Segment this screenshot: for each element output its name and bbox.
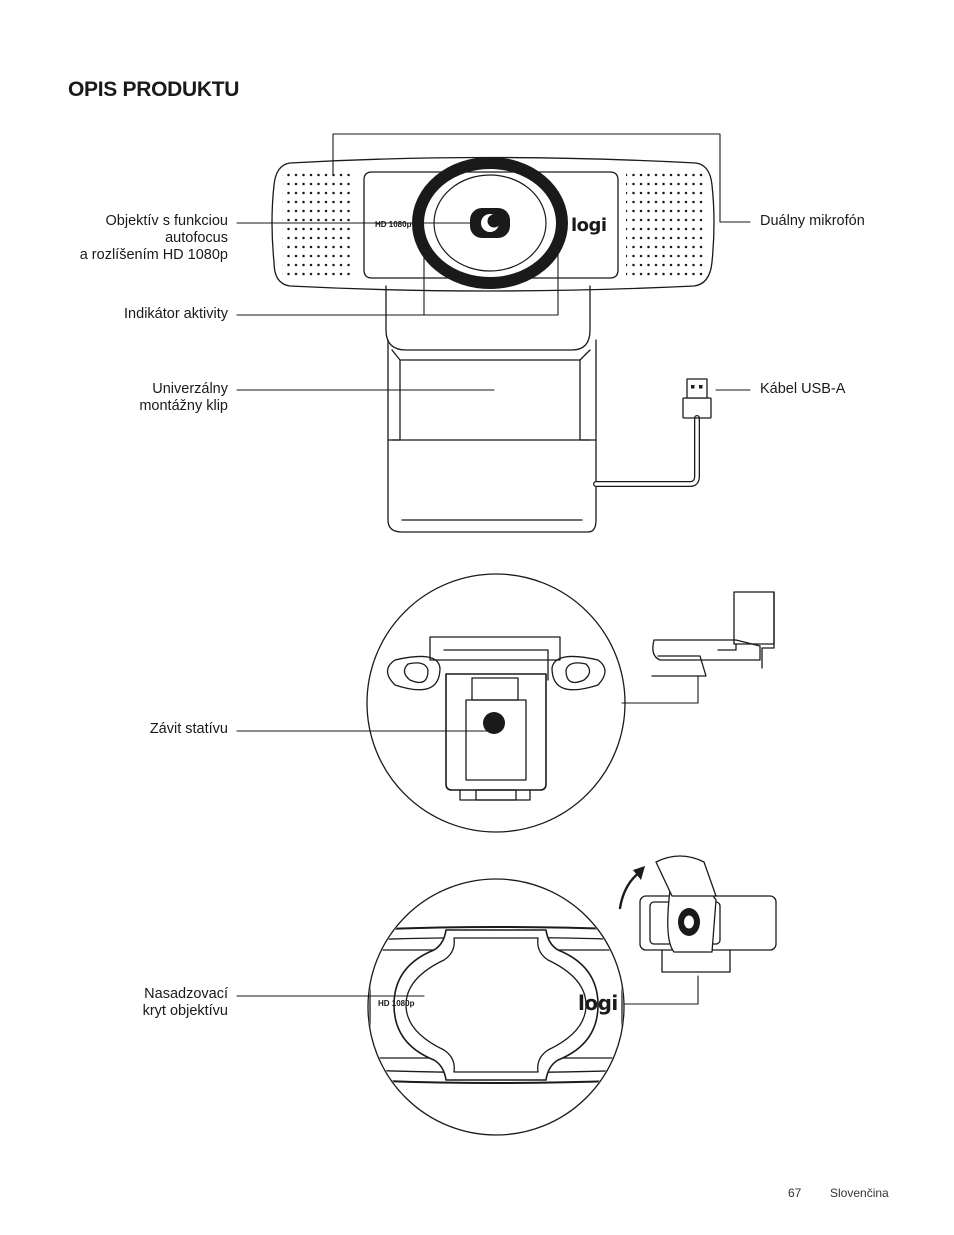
label-microphone: Duálny mikrofón xyxy=(760,213,865,229)
callout-lines-bottom xyxy=(236,975,699,1005)
tripod-thread-detail xyxy=(366,573,775,833)
page-number: 67 xyxy=(788,1186,802,1200)
brand-logo-bottom: logi xyxy=(578,991,618,1015)
microphone-grille-right-icon xyxy=(626,170,706,280)
label-activity-light: Indikátor aktivity xyxy=(124,306,228,322)
page-title: OPIS PRODUKTU xyxy=(68,78,240,101)
webcam-front-illustration xyxy=(271,156,715,533)
brand-logo-top: logi xyxy=(571,215,607,236)
microphone-grille-left-icon xyxy=(282,170,354,280)
rotate-arrow-icon xyxy=(618,870,642,910)
tripod-thread-icon xyxy=(483,712,505,734)
label-usb-cable: Kábel USB-A xyxy=(760,381,846,397)
page-language: Slovenčina xyxy=(830,1186,889,1200)
label-tripod-thread: Závit statívu xyxy=(149,721,228,737)
callout-lines-middle xyxy=(236,675,699,732)
resolution-badge-bottom: HD 1080p xyxy=(378,999,415,1008)
resolution-badge-top: HD 1080p xyxy=(375,220,412,229)
callout-lines-top xyxy=(236,133,751,391)
